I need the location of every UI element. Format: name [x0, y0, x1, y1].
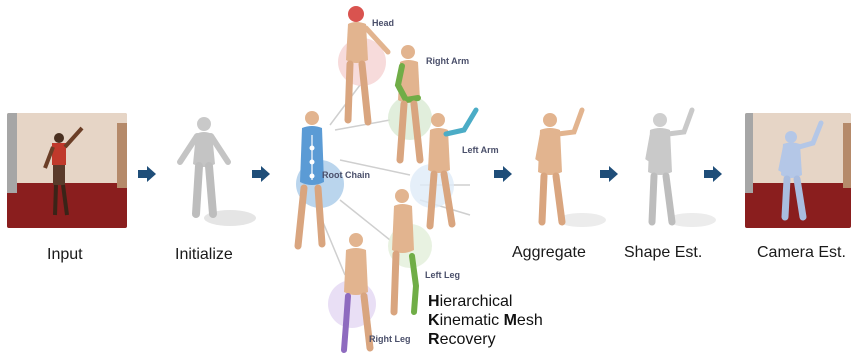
arrow-right-icon: [494, 166, 512, 182]
title-line-3: Recovery: [428, 330, 543, 349]
input-photo: [7, 113, 127, 228]
title-line-2: Kinematic Mesh: [428, 311, 543, 330]
input-label: Input: [47, 246, 83, 264]
arrow-right-icon: [600, 166, 618, 182]
arrow-right-icon: [252, 166, 270, 182]
aggregate-label: Aggregate: [512, 244, 586, 262]
aggregate-mesh: [520, 100, 610, 235]
title-line-1: Hierarchical: [428, 292, 543, 311]
method-title: Hierarchical Kinematic Mesh Recovery: [428, 292, 543, 349]
part-label-right-leg: Right Leg: [369, 334, 411, 344]
initialize-mesh: [168, 114, 258, 234]
part-label-left-leg: Left Leg: [425, 270, 460, 280]
shape-label: Shape Est.: [624, 244, 702, 262]
part-label-root-chain: Root Chain: [322, 170, 370, 180]
initialize-label: Initialize: [175, 246, 233, 264]
arrow-right-icon: [138, 166, 156, 182]
arrow-right-icon: [704, 166, 722, 182]
part-label-head: Head: [372, 18, 394, 28]
camera-label: Camera Est.: [757, 244, 846, 262]
part-label-left-arm: Left Arm: [462, 145, 499, 155]
part-label-right-arm: Right Arm: [426, 56, 469, 66]
camera-photo: [745, 113, 851, 228]
